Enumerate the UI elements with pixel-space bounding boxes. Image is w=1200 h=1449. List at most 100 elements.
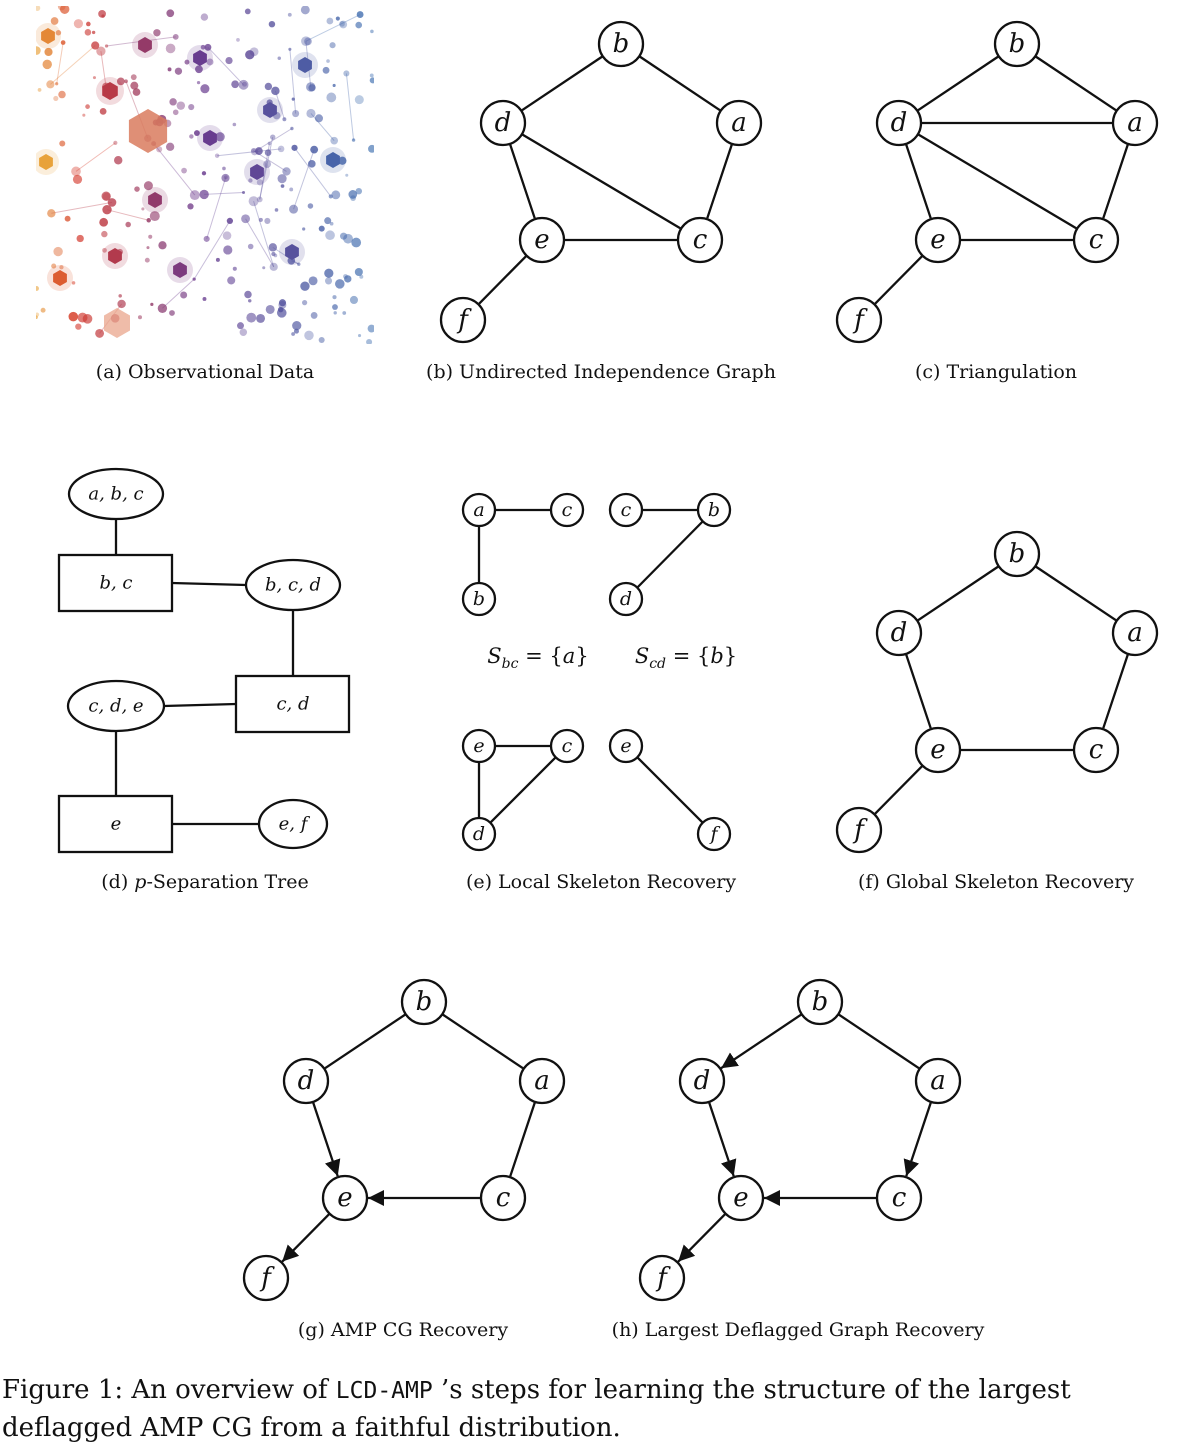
node-b-label: b [1009,29,1026,59]
node-e [914,216,962,264]
clique-bcd-label: b, c, d [265,575,321,596]
edge-d-c [917,133,1077,230]
edge-b-d [324,1013,407,1070]
node-f [242,1254,290,1302]
edge-b-d [917,565,1000,622]
node-a-label: a [1127,108,1143,138]
caption-g: (g) AMP CG Recovery [298,1319,508,1341]
node-d-label: d [694,1066,711,1096]
local-node-a [461,492,497,528]
caption-f: (f) Global Skeleton Recovery [858,871,1134,893]
edge-a-c [706,143,734,219]
method-name: LCD-AMP [335,1378,433,1404]
arc-e-f [677,1212,727,1263]
arc-e-f [281,1212,331,1263]
local-node-f-label: f [708,823,720,845]
node-f [835,296,883,344]
node-f [439,296,487,344]
node-a-label: a [731,108,747,138]
local-node-b [461,581,497,617]
edge-b-d [917,55,1000,112]
local-node-e [608,728,644,764]
local-node-d-label: d [620,588,632,610]
edge-d-e [904,143,932,219]
local-edge-e-f [636,756,704,824]
clique-ef [257,798,329,850]
node-c-label: c [892,1183,907,1213]
local-edge-b-d [636,520,704,589]
edge-b-a [441,1013,524,1070]
local-node-c-label: c [562,735,573,757]
node-d [282,1057,330,1105]
clique-ef-label: e, f [279,814,311,835]
node-f [835,806,883,854]
p-separation-tree: a, b, c b, c b, c, d c, d c, d, e e e, f [57,467,351,854]
node-a [715,99,763,147]
observational-data-network-image [36,6,374,344]
local-node-b-label: b [708,499,720,521]
node-d-label: d [495,108,512,138]
edge-b-a [638,55,721,112]
edge-d-e [904,653,932,729]
node-a [518,1057,566,1105]
local-edge-c-d [489,756,557,824]
node-d [875,609,923,657]
edge-a-c [1102,653,1130,729]
node-c-label: c [693,225,708,255]
local-node-a-label: a [473,499,484,521]
local-node-c [608,492,644,528]
node-c-label: c [1089,735,1104,765]
local-node-d [608,581,644,617]
node-b-label: b [416,987,433,1017]
local-node-e [461,728,497,764]
edge-b-a [1034,565,1117,622]
node-b [400,978,448,1026]
node-c [1072,726,1120,774]
clique-abc-label: a, b, c [88,484,143,505]
node-b [796,978,844,1026]
node-e-label: e [930,735,945,765]
separator-bc-label: b, c [99,573,132,594]
node-e-label: e [534,225,549,255]
node-e [914,726,962,774]
node-d-label: d [891,618,908,648]
separator-e [57,794,174,854]
node-c [1072,216,1120,264]
node-c [676,216,724,264]
caption-a: (a) Observational Data [96,361,314,383]
edge-a-c [509,1101,537,1177]
node-d-label: d [298,1066,315,1096]
node-c-label: c [1089,225,1104,255]
node-a-label: a [534,1066,550,1096]
node-c [479,1174,527,1222]
arc-b-d [720,1013,803,1070]
node-a [914,1057,962,1105]
caption-b: (b) Undirected Independence Graph [426,361,776,383]
node-a [1111,99,1159,147]
node-d [479,99,527,147]
caption-d: (d) p-Separation Tree [101,871,308,893]
node-e [717,1174,765,1222]
node-a-label: a [1127,618,1143,648]
clique-abc [67,467,165,521]
edge-d-e [508,143,536,219]
separator-bc [57,553,174,613]
local-node-d-label: d [473,823,485,845]
node-b-label: b [812,987,829,1017]
local-node-e-label: e [473,735,484,757]
edge-d-c [521,133,681,230]
local-node-c [549,728,585,764]
node-b-label: b [1009,539,1026,569]
local-node-e-label: e [620,735,631,757]
clique-bcd [244,558,342,612]
local-node-b-label: b [473,588,485,610]
node-d [678,1057,726,1105]
node-b [993,530,1041,578]
caption-h: (h) Largest Deflagged Graph Recovery [612,1319,985,1341]
edge-b-d [521,55,604,112]
